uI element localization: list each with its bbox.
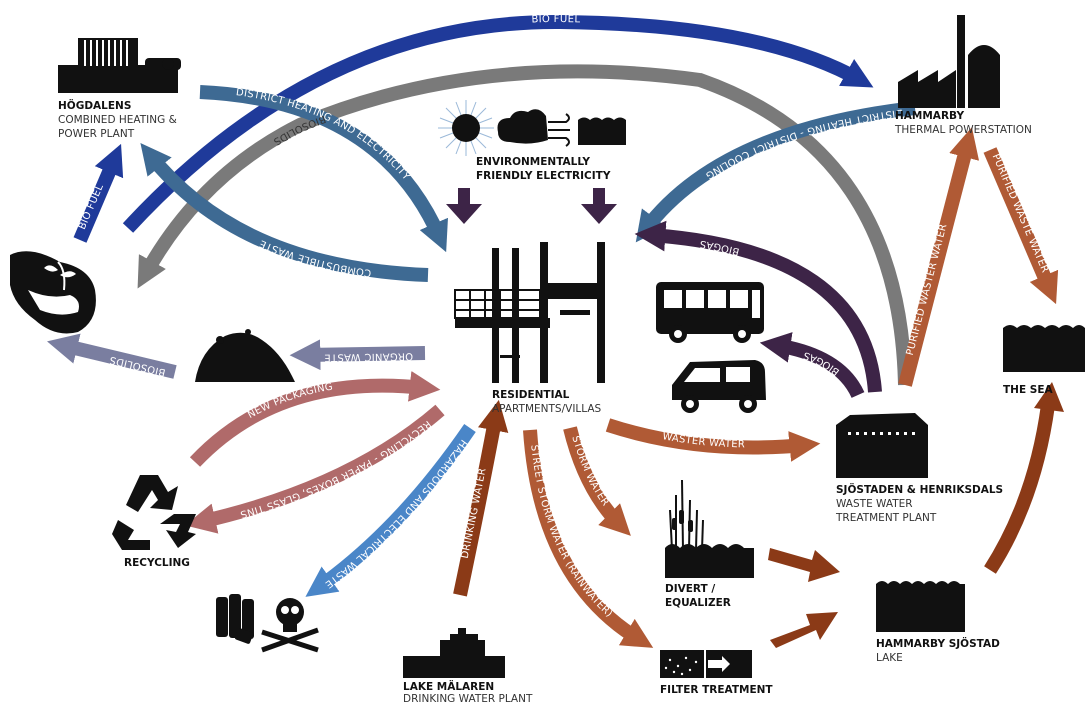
node-labels: HÖGDALENS COMBINED HEATING & POWER PLANT… bbox=[58, 98, 1054, 704]
recycle-icon bbox=[112, 475, 196, 550]
flow-bio-fuel-top bbox=[128, 22, 860, 228]
flow-biogas-car bbox=[775, 345, 858, 395]
lake-malaren-sub: DRINKING WATER PLANT bbox=[403, 693, 533, 704]
electricity-arrow-left bbox=[446, 188, 482, 224]
water-plant-icon bbox=[403, 628, 505, 678]
svg-text:ORGANIC WASTE: ORGANIC WASTE bbox=[324, 350, 413, 362]
label-bio-fuel-top: BIO FUEL bbox=[531, 14, 580, 26]
wwtp-sub-2: TREATMENT PLANT bbox=[835, 512, 937, 524]
bus-icon bbox=[656, 282, 764, 343]
hogdalens-sub-1: COMBINED HEATING & bbox=[58, 114, 177, 126]
power-plant-icon bbox=[58, 38, 181, 93]
building-icon bbox=[454, 242, 605, 383]
svg-text:PURIFIED WASTER WATER: PURIFIED WASTER WATER bbox=[905, 223, 950, 357]
label-new-packaging: NEW PACKAGING bbox=[246, 381, 334, 421]
divert-title-2: EQUALIZER bbox=[665, 597, 731, 609]
filter-to-lake-arrow bbox=[770, 612, 838, 648]
lake-to-sea-stem bbox=[984, 404, 1055, 574]
lake-icon bbox=[876, 581, 965, 632]
hammarby-lake-title: HAMMARBY SJÖSTAD bbox=[876, 636, 1000, 650]
treatment-plant-icon bbox=[836, 413, 928, 478]
filter-icon bbox=[660, 644, 752, 682]
label-combustible-waste: COMBUSTIBLE WASTE bbox=[258, 237, 372, 278]
residential-sub: APARTMENTS/VILLAS bbox=[492, 403, 602, 415]
recycling-title: RECYCLING bbox=[124, 557, 190, 569]
electricity-title-1: ENVIRONMENTALLY bbox=[476, 156, 590, 168]
lake-to-sea-head bbox=[1034, 382, 1064, 412]
hammarby-thermal-sub: THERMAL POWERSTATION bbox=[894, 124, 1032, 136]
skull-crossbones-icon bbox=[261, 598, 319, 653]
sun-icon bbox=[438, 100, 494, 156]
svg-text:BIO FUEL: BIO FUEL bbox=[531, 14, 580, 26]
svg-text:COMBUSTIBLE WASTE: COMBUSTIBLE WASTE bbox=[258, 237, 372, 278]
car-icon bbox=[672, 360, 766, 413]
divert-title-1: DIVERT / bbox=[665, 583, 715, 595]
water-icon bbox=[578, 117, 626, 145]
hogdalens-title: HÖGDALENS bbox=[58, 98, 131, 112]
residential-title: RESIDENTIAL bbox=[492, 389, 570, 401]
sea-icon bbox=[1003, 325, 1085, 372]
label-purified-water-up: PURIFIED WASTER WATER bbox=[905, 223, 949, 357]
wwtp-title: SJÖSTADEN & HENRIKSDALS bbox=[836, 482, 1003, 496]
wwtp-sub-1: WASTE WATER bbox=[836, 498, 913, 510]
lake-malaren-title: LAKE MÄLAREN bbox=[403, 679, 494, 693]
factory-icon bbox=[898, 15, 1000, 108]
divert-to-lake-arrow bbox=[768, 548, 840, 582]
the-sea-title: THE SEA bbox=[1003, 384, 1054, 396]
reeds-icon bbox=[665, 479, 754, 578]
filter-title: FILTER TREATMENT bbox=[660, 684, 773, 696]
batteries-icon bbox=[216, 594, 254, 644]
label-purified-water-down: PURIFIED WASTE WATER bbox=[990, 152, 1050, 274]
short-arrows bbox=[446, 188, 1064, 648]
hammarby-lake-sub: LAKE bbox=[876, 652, 903, 664]
hands-plant-icon bbox=[10, 251, 96, 334]
electricity-title-2: FRIENDLY ELECTRICITY bbox=[476, 170, 611, 182]
compost-pile-icon bbox=[195, 329, 295, 382]
electricity-arrow-right bbox=[581, 188, 617, 224]
svg-text:NEW PACKAGING: NEW PACKAGING bbox=[246, 381, 334, 421]
svg-text:PURIFIED WASTE WATER: PURIFIED WASTE WATER bbox=[990, 152, 1051, 274]
hammarby-thermal-title: HAMMARBY bbox=[895, 110, 964, 122]
hogdalens-sub-2: POWER PLANT bbox=[58, 128, 135, 140]
label-organic-waste: ORGANIC WASTE bbox=[324, 350, 413, 362]
wind-icon bbox=[497, 109, 570, 147]
